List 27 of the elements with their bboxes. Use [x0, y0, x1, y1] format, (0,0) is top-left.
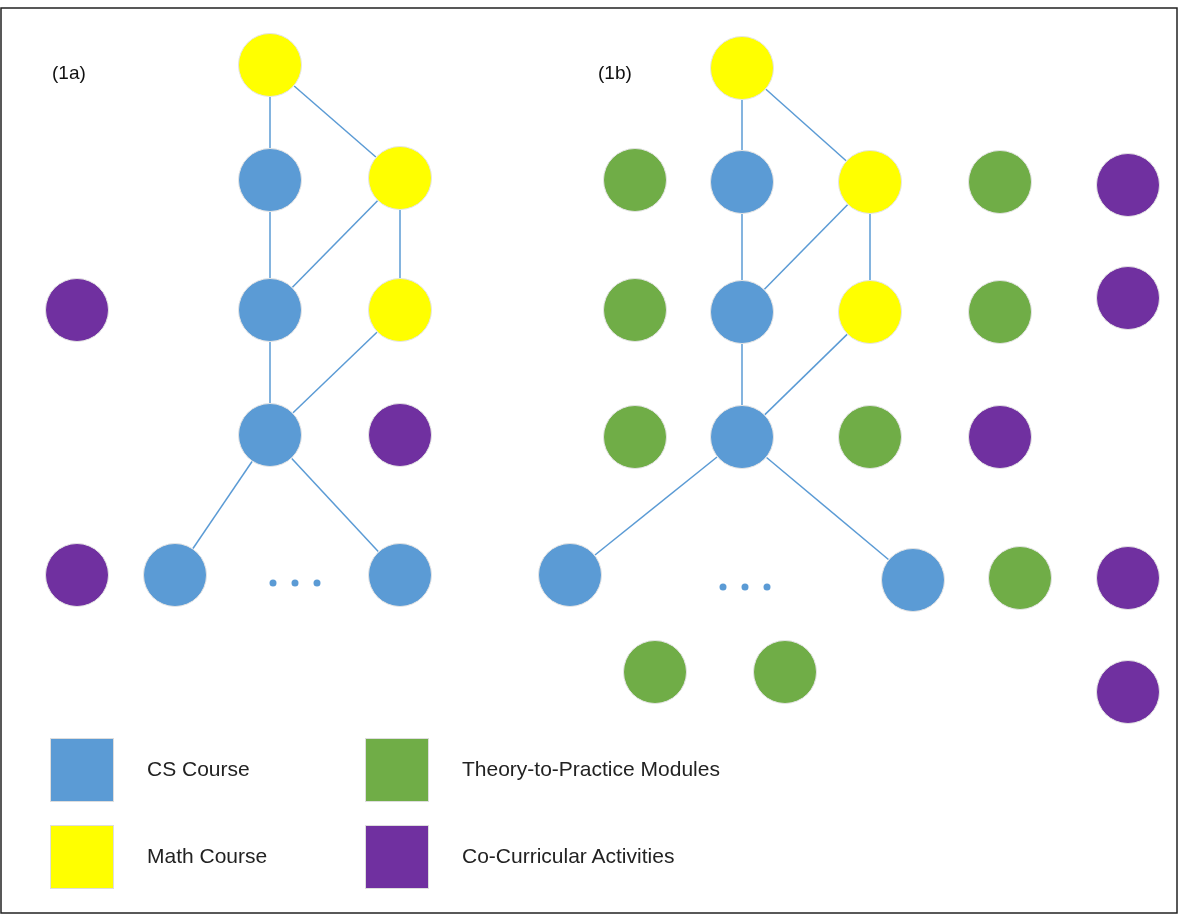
connector-line [741, 99, 743, 151]
connector-line [269, 341, 271, 404]
circle-node [710, 405, 774, 469]
connector-line [291, 200, 379, 288]
connector-line [741, 213, 743, 281]
circle-node [238, 403, 302, 467]
circle-node [838, 150, 902, 214]
connector-line [269, 96, 271, 149]
connector-line [399, 209, 401, 279]
legend-label: Theory-to-Practice Modules [462, 757, 720, 781]
connector-line [192, 460, 253, 550]
connector-line [292, 331, 378, 414]
connector-line [741, 343, 743, 406]
panel-label: (1a) [52, 62, 86, 84]
legend-label: Co-Curricular Activities [462, 844, 675, 868]
connector-line [765, 456, 890, 561]
legend-label: CS Course [147, 757, 250, 781]
connector-line [765, 88, 847, 162]
connector-line [291, 457, 379, 553]
panel-label: (1b) [598, 62, 632, 84]
connector-line [269, 211, 271, 279]
connector-line [594, 456, 718, 556]
connector-line [763, 204, 849, 290]
connector-line [869, 213, 871, 281]
connector-line [293, 85, 377, 158]
legend-label: Math Course [147, 844, 268, 868]
connector-line [764, 333, 848, 416]
